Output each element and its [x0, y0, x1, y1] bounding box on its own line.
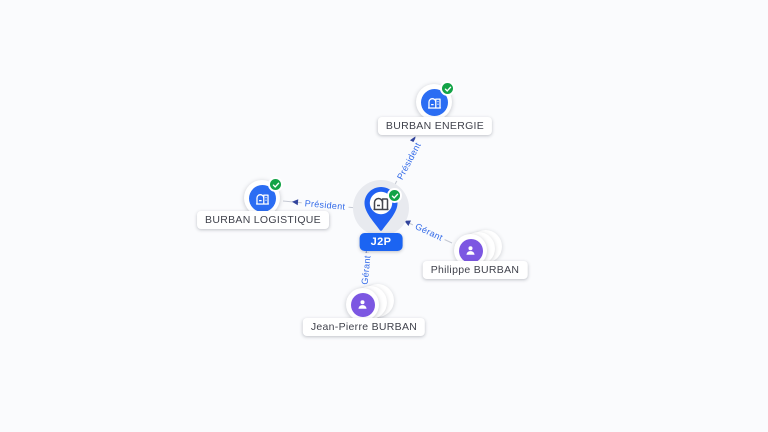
person-icon: [358, 300, 367, 309]
building-icon: [427, 97, 441, 109]
node-jean-pierre-burban[interactable]: [346, 288, 379, 321]
verified-badge-icon: [440, 81, 455, 96]
node-burban-energie[interactable]: [416, 81, 455, 120]
verified-badge-icon: [268, 177, 283, 192]
edge-label-gerant-philippe: Gérant: [410, 220, 448, 244]
node-label-philippe-burban[interactable]: Philippe BURBAN: [422, 261, 528, 279]
person-disc: [350, 292, 375, 317]
edge-label-president-energie: Président: [393, 138, 425, 184]
arrowhead-to-burban-logistique: [291, 198, 299, 206]
node-label-jean-pierre-burban[interactable]: Jean-Pierre BURBAN: [302, 318, 426, 336]
node-label-burban-energie[interactable]: BURBAN ENERGIE: [377, 117, 493, 135]
edge-label-president-logistique: Président: [301, 197, 349, 213]
verified-badge-icon: [387, 188, 402, 203]
building-icon: [255, 193, 269, 205]
person-icon: [466, 246, 475, 255]
person-disc: [458, 238, 483, 263]
node-label-j2p[interactable]: J2P: [359, 233, 403, 251]
node-burban-logistique[interactable]: [244, 177, 283, 216]
edge-label-gerant-jeanpierre: Gérant: [359, 251, 373, 289]
node-label-burban-logistique[interactable]: BURBAN LOGISTIQUE: [197, 211, 329, 229]
